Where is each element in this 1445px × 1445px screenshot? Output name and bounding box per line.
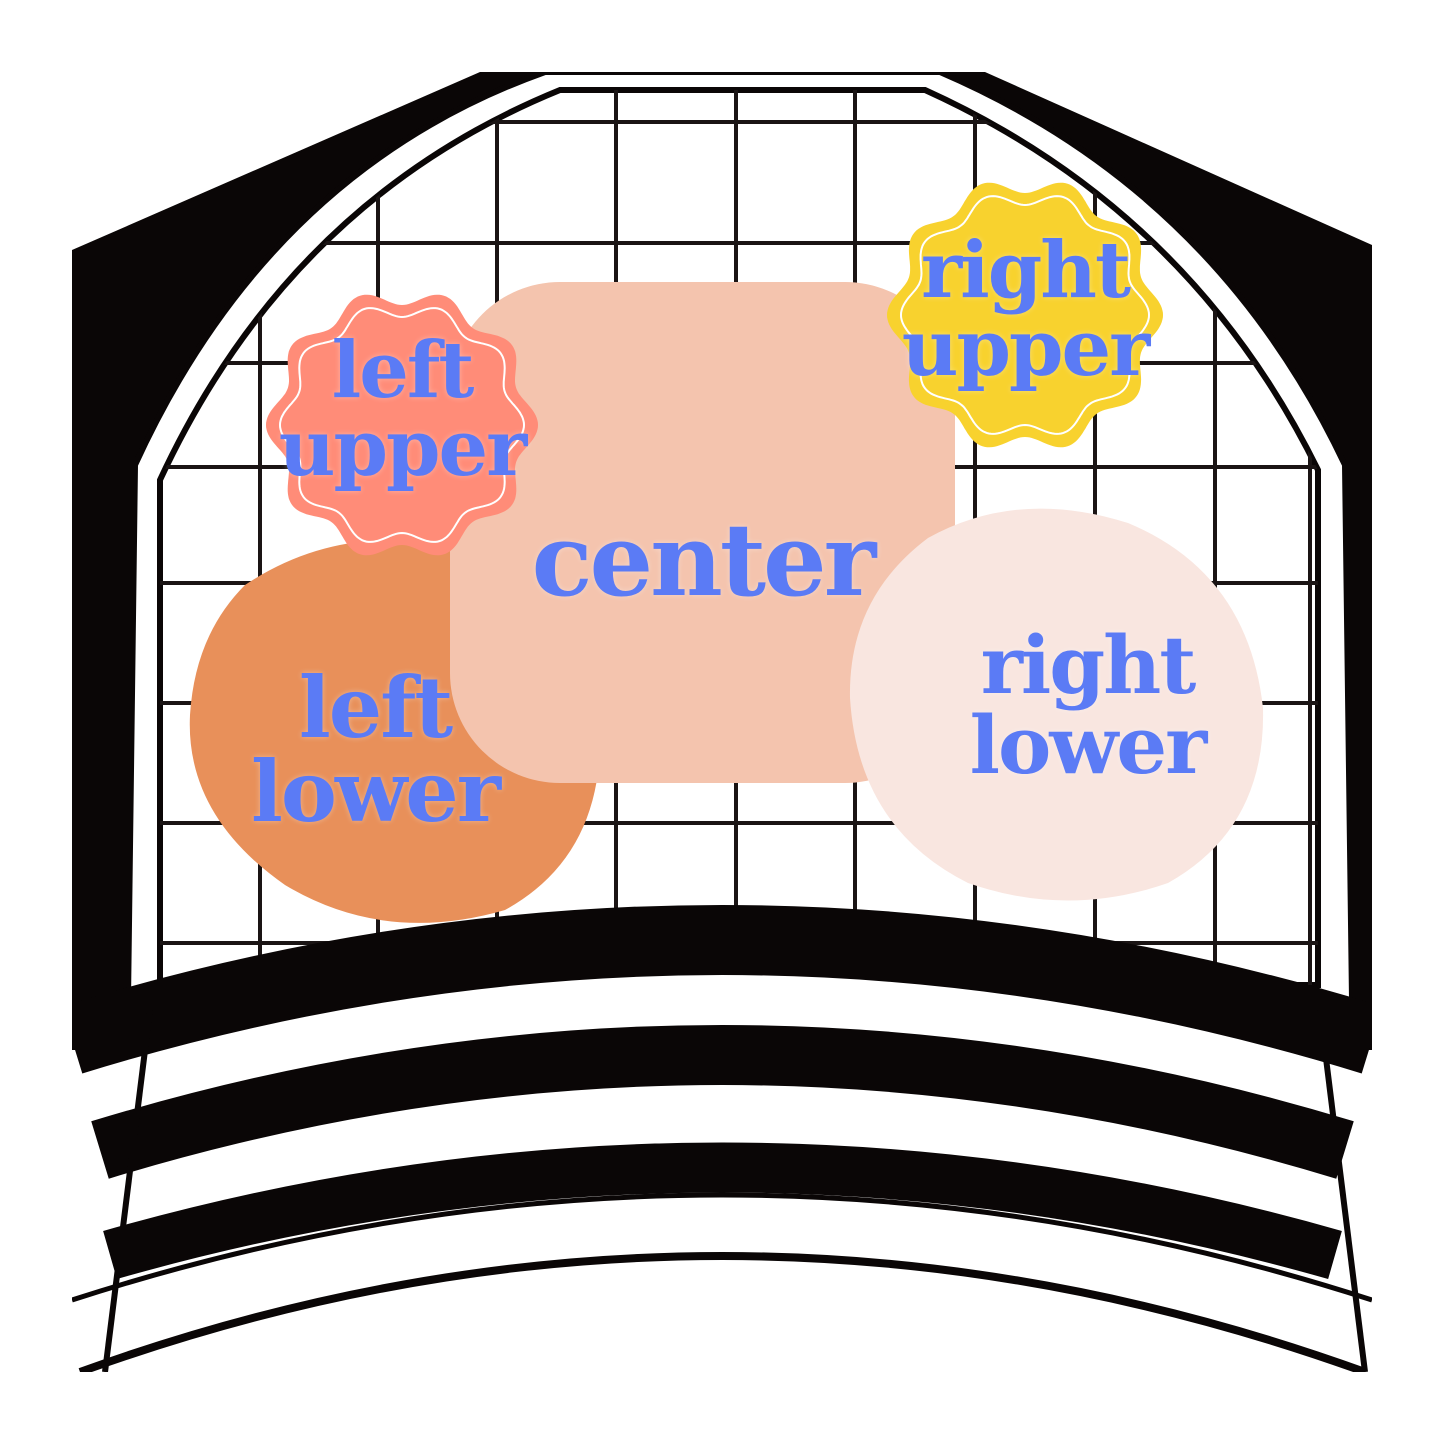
zone-left-lower: left lower: [215, 650, 535, 850]
zone-right-upper-line1: right: [920, 225, 1131, 316]
zone-right-upper: right upper: [885, 170, 1165, 450]
bill-stripe-2: [103, 1142, 1342, 1280]
zone-left-upper: left upper: [262, 290, 542, 530]
zone-left-lower-line1: left: [298, 658, 453, 757]
bill-top-band: [72, 905, 1372, 1074]
zone-right-lower: right lower: [955, 605, 1220, 805]
bill-stripe-1: [91, 1025, 1354, 1179]
bill-edge-left: [102, 1009, 153, 1372]
right-lower-shape: [849, 508, 1264, 901]
zone-left-upper-line2: upper: [278, 403, 528, 494]
zone-center-label: center: [531, 501, 877, 619]
left-upper-badge: [266, 294, 538, 556]
zone-left-upper-line1: left: [331, 325, 475, 416]
zone-right-lower-line2: lower: [969, 698, 1208, 792]
bill-edge-right: [1317, 1009, 1368, 1372]
zone-left-lower-line2: lower: [251, 742, 501, 841]
zone-center: center: [450, 340, 955, 780]
zone-right-upper-line2: upper: [901, 303, 1151, 394]
bill-stripe-4: [72, 1192, 1372, 1303]
right-upper-badge: [887, 182, 1163, 448]
zone-right-lower-line1: right: [980, 618, 1197, 712]
bill-stripe-3: [78, 1252, 1367, 1372]
